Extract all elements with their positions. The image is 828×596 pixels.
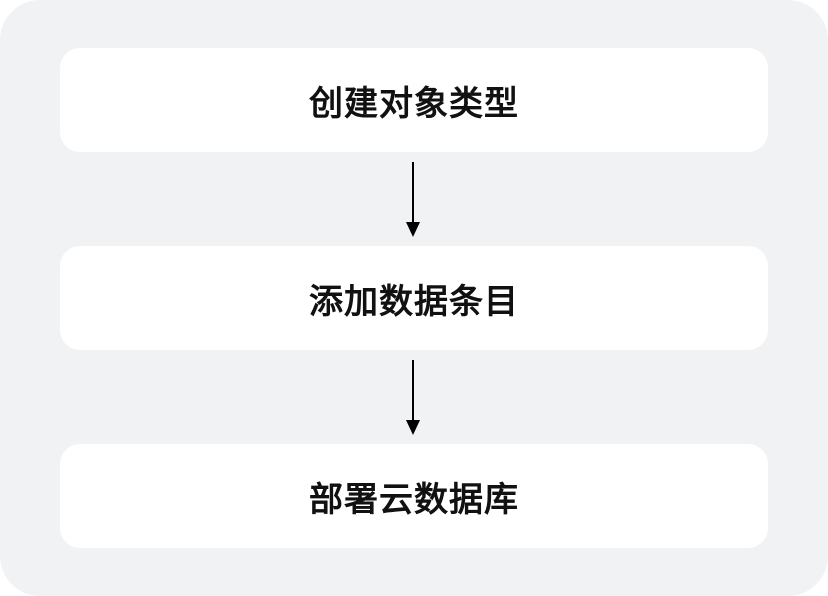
arrow-down-icon: [406, 162, 420, 237]
arrow-down-icon: [406, 360, 420, 435]
step-deploy-cloud-database: 部署云数据库: [60, 444, 768, 548]
step-create-object-type: 创建对象类型: [60, 48, 768, 152]
step-label: 部署云数据库: [309, 479, 519, 520]
step-label: 创建对象类型: [309, 83, 519, 124]
step-label: 添加数据条目: [309, 281, 519, 322]
step-add-data-entries: 添加数据条目: [60, 246, 768, 350]
